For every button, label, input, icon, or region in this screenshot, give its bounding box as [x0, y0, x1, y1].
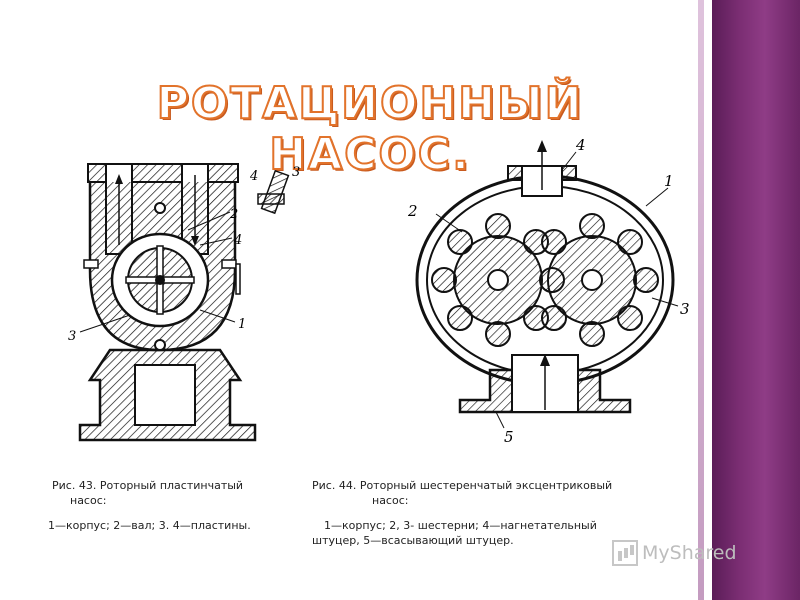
- right-caption-line2: насос:: [372, 494, 409, 507]
- right-legend-line2: штуцер, 5—всасывающий штуцер.: [312, 534, 514, 547]
- label-4-detail: 4: [249, 169, 258, 184]
- decorative-sidebar: [712, 0, 800, 600]
- left-legend: 1—корпус; 2—вал; 3. 4—пластины.: [48, 519, 251, 532]
- label-1: 1: [238, 317, 246, 332]
- label-3: 3: [68, 329, 76, 344]
- label-2: 2: [407, 202, 418, 220]
- slide-title: РОТАЦИОННЫЙ НАСОС.: [156, 77, 584, 181]
- right-legend-line1: 1—корпус; 2, 3- шестерни; 4—нагнетательн…: [324, 519, 597, 532]
- right-caption: Рис. 44. Роторный шестеренчатый эксцентр…: [312, 478, 692, 548]
- left-caption: Рис. 43. Роторный пластинчатый насос: 1—…: [48, 478, 302, 533]
- label-2: 2: [229, 207, 238, 222]
- right-caption-line1: Рис. 44. Роторный шестеренчатый эксцентр…: [312, 479, 613, 492]
- chart-logo-icon: [612, 540, 638, 566]
- watermark: MyShared: [612, 540, 737, 566]
- label-3: 3: [680, 300, 690, 318]
- left-caption-line1: Рис. 43. Роторный пластинчатый: [52, 479, 244, 492]
- gear-pump-drawing: 4 1 2 3 5: [407, 136, 690, 446]
- label-4: 4: [233, 233, 242, 248]
- label-5: 5: [504, 428, 514, 446]
- label-4: 4: [575, 136, 586, 154]
- sidebar-stripe: [698, 0, 704, 600]
- watermark-text: MyShared: [642, 542, 737, 564]
- label-1: 1: [664, 172, 674, 190]
- left-caption-line2: насос:: [70, 494, 107, 507]
- vane-pump-drawing: 4 3 2 4 1 3: [68, 163, 300, 442]
- label-3-detail: 3: [292, 165, 300, 180]
